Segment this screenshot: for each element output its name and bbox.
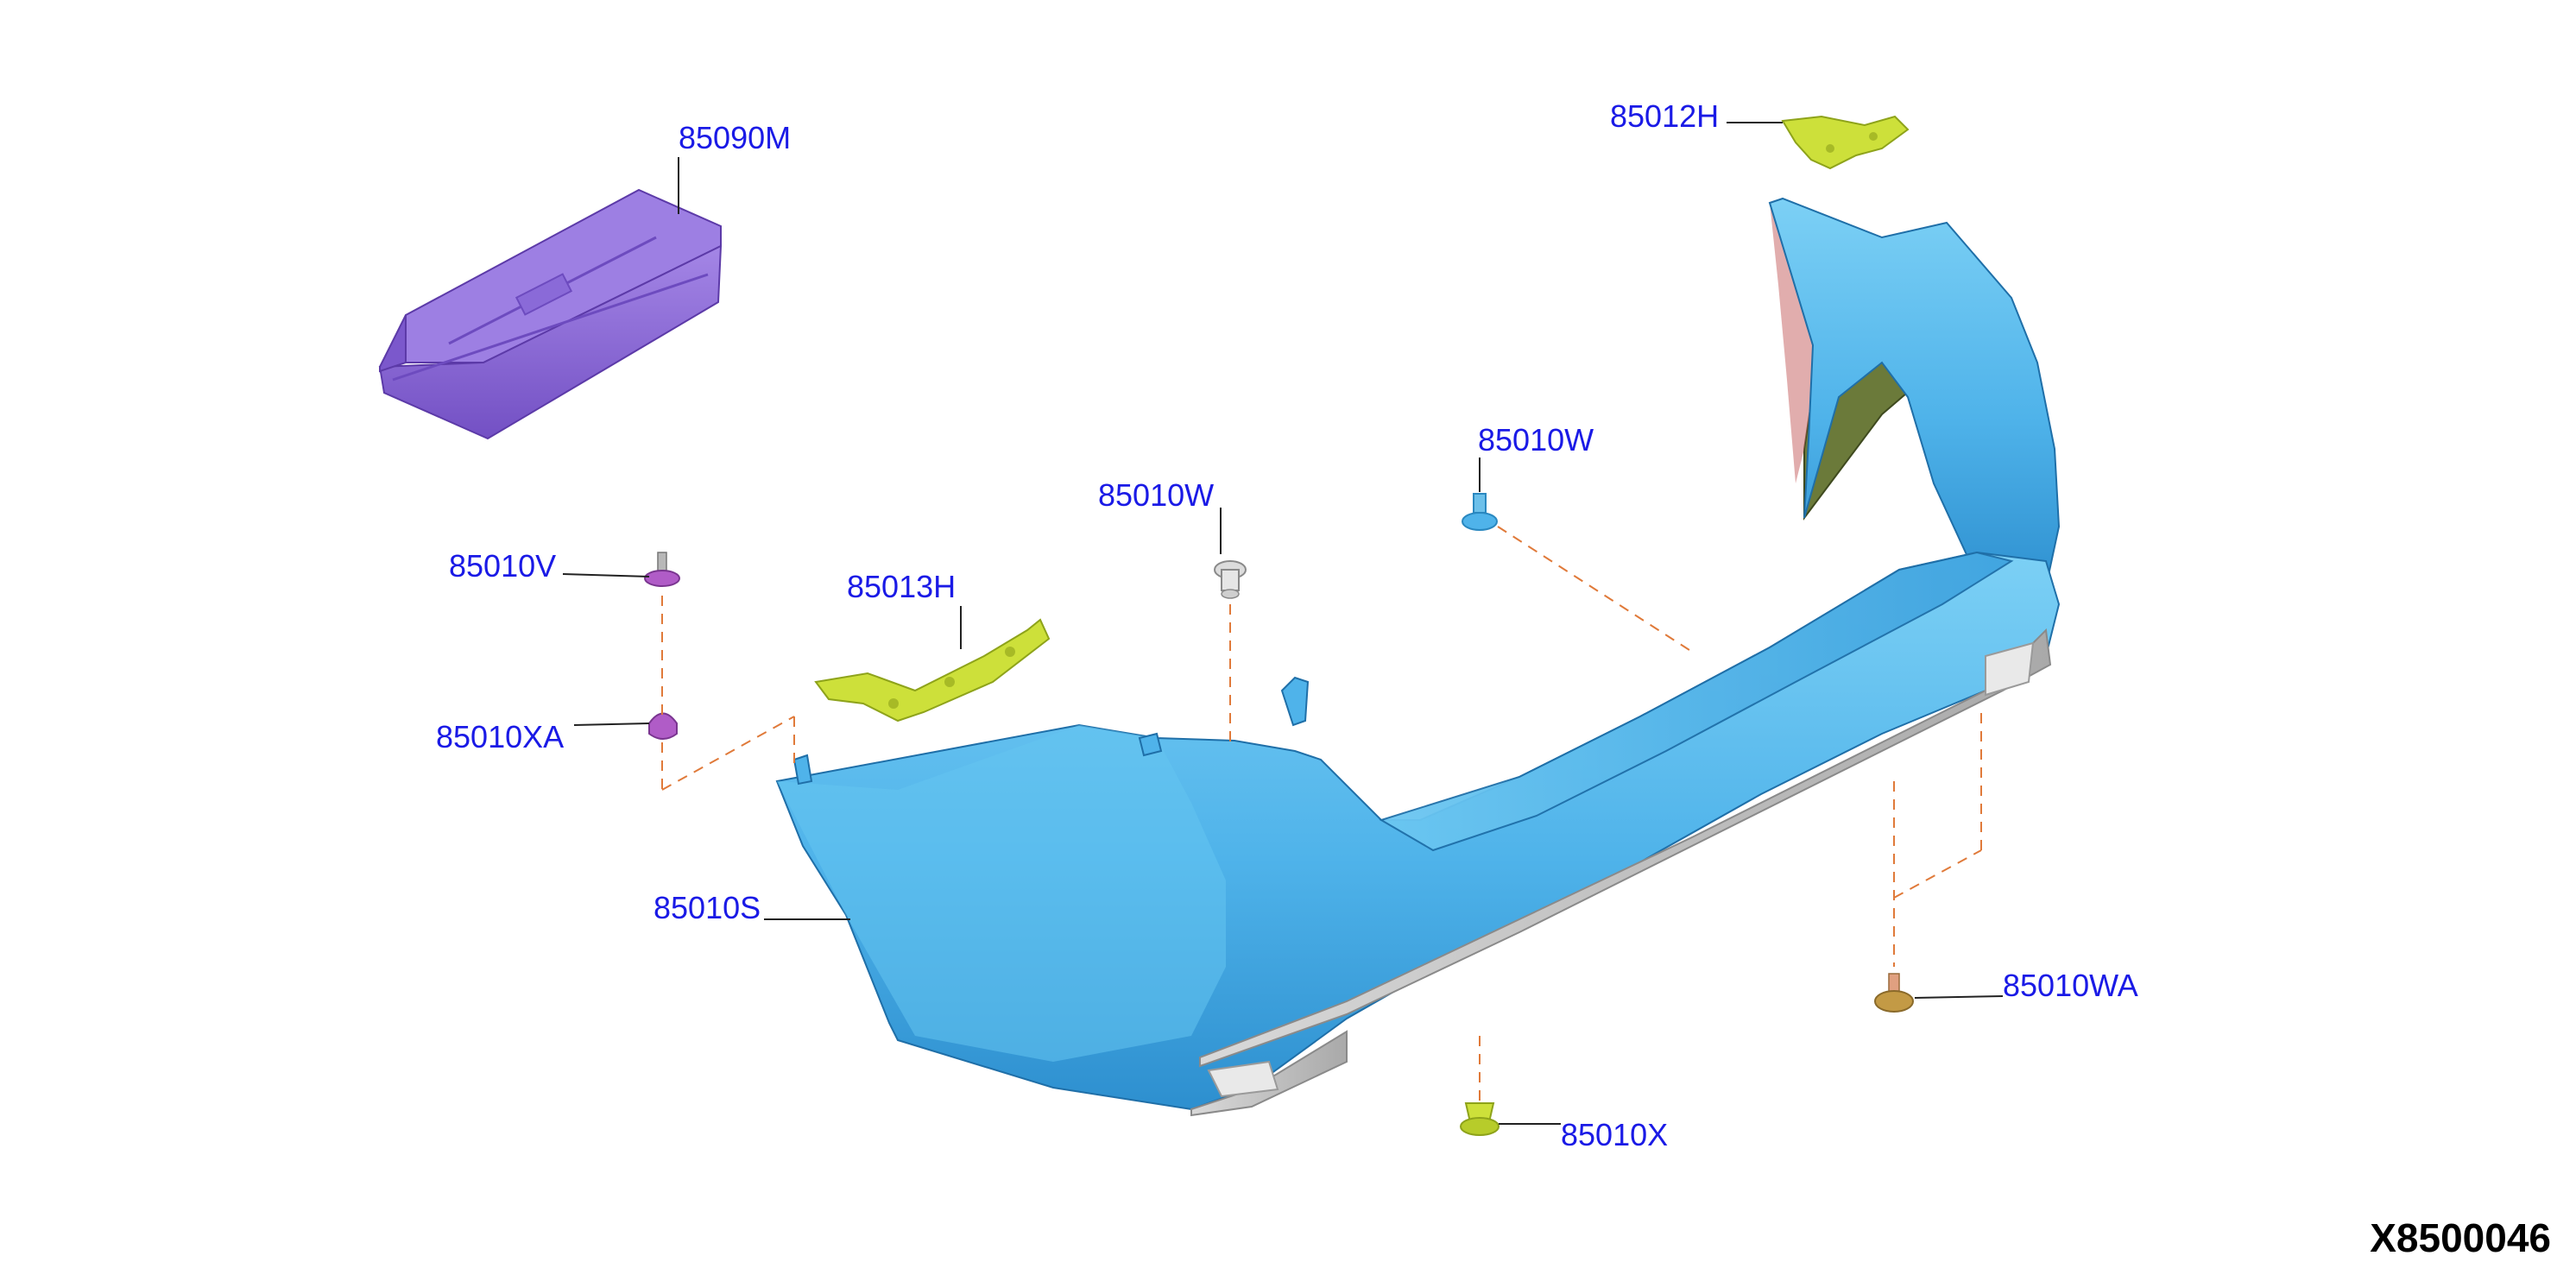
clip-85010w-left[interactable]: [1214, 560, 1247, 599]
callout-85010x[interactable]: 85010X: [1561, 1117, 1668, 1152]
callout-85010xa[interactable]: 85010XA: [436, 719, 564, 754]
screw-85010v[interactable]: [644, 552, 680, 587]
bumper-bracket-right[interactable]: [1781, 115, 1910, 170]
leader-lines: [562, 122, 2004, 1125]
energy-absorber-pad[interactable]: [378, 188, 723, 440]
callout-85010s[interactable]: 85010S: [653, 890, 761, 925]
callout-85013h[interactable]: 85013H: [847, 569, 956, 604]
clip-85010wa[interactable]: [1874, 973, 1914, 1013]
clip-85010x[interactable]: [1460, 1102, 1500, 1136]
callout-85012h[interactable]: 85012H: [1610, 98, 1719, 134]
callout-85010w-right[interactable]: 85010W: [1478, 422, 1594, 458]
callout-85090m[interactable]: 85090M: [679, 120, 791, 155]
callout-85010wa[interactable]: 85010WA: [2003, 968, 2138, 1003]
diagram-reference-code: X8500046: [2370, 1215, 2551, 1260]
nut-85010xa[interactable]: [648, 712, 678, 740]
bumper-bracket-left[interactable]: [814, 618, 1051, 723]
assembly-guide-lines: [661, 526, 1982, 1101]
bumper-fascia[interactable]: [775, 197, 2061, 1117]
clip-85010w-right[interactable]: [1462, 493, 1498, 531]
callout-85010v[interactable]: 85010V: [449, 548, 556, 584]
callout-85010w-left[interactable]: 85010W: [1098, 477, 1214, 513]
